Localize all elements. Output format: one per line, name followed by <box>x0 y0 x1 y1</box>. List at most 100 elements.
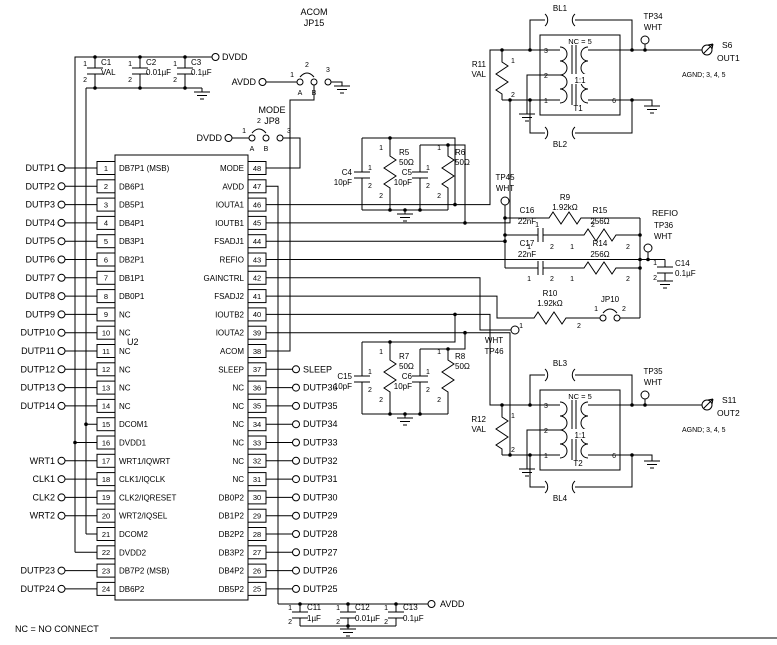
terminal-icon <box>57 511 66 520</box>
terminal-dvdd-jp8-icon <box>224 134 233 142</box>
bl3-ref: BL3 <box>553 359 568 368</box>
ic-pin-name-left: DVDD1 <box>119 439 147 448</box>
jp8-a: A <box>250 146 255 153</box>
ic-pin-box-right <box>247 215 267 230</box>
ic-pin-number-left: 14 <box>102 402 110 411</box>
ic-pin-name-right: AVDD <box>222 182 244 191</box>
ic-pin-name-left: DB7P2 (MSB) <box>119 567 170 576</box>
ext-label-left: DUTP10 <box>20 328 55 338</box>
ic-pin-number-right: 44 <box>253 237 261 246</box>
c3-pin2: 2 <box>173 77 177 84</box>
jp15-b: B <box>312 90 317 97</box>
c2-pin1: 1 <box>128 61 132 68</box>
ic-pin-name-right: IOUTB2 <box>215 310 244 319</box>
jp15-title: ACOM <box>301 7 328 17</box>
c1-pin1: 1 <box>83 61 87 68</box>
c11-ref: C11 <box>307 603 322 612</box>
capacitor-c11-icon <box>291 611 309 619</box>
tp34-ref: TP34 <box>643 12 663 21</box>
terminal-icon <box>57 292 66 301</box>
ic-pin-name-right: ACOM <box>220 347 244 356</box>
bl4-ref: BL4 <box>553 494 568 503</box>
ic-pin-number-right: 41 <box>253 292 261 301</box>
r6-pin1: 1 <box>437 145 441 152</box>
c17-ref: C17 <box>520 239 535 248</box>
ic-pin-number-right: 27 <box>253 548 261 557</box>
jp15-pin1: 1 <box>290 72 294 79</box>
resistor-r9-icon <box>544 211 586 225</box>
r9-pin1: 1 <box>535 222 539 229</box>
ic-pin-name-left: NC <box>119 329 131 338</box>
terminal-icon <box>57 401 66 410</box>
ic-pin-name-left: WRT2/IQSEL <box>119 512 168 521</box>
capacitor-c14-icon <box>656 266 674 274</box>
r15-ref: R15 <box>593 206 608 215</box>
ic-pin-name-right: NC <box>232 402 244 411</box>
ic-pin-box-right <box>247 307 267 322</box>
ground-icon <box>193 91 211 100</box>
ic-pin-name-left: WRT1/IQWRT <box>119 457 170 466</box>
capacitor-c13-icon <box>387 611 405 619</box>
ic-pin-number-left: 13 <box>102 383 110 392</box>
ext-label-right: DUTP29 <box>303 511 338 521</box>
ic-pin-number-right: 42 <box>253 274 261 283</box>
r9-value: 1.92kΩ <box>552 203 578 212</box>
jp8-pin3: 3 <box>287 128 291 135</box>
ic-pin-number-left: 2 <box>104 182 108 191</box>
ic-pin-number-left: 1 <box>104 164 108 173</box>
r15-pin2: 2 <box>626 244 630 251</box>
ic-pin-box-right <box>247 325 267 340</box>
ic-pin-box-right <box>247 289 267 304</box>
ext-label-right: DUTP32 <box>303 456 338 466</box>
ic-pin-number-left: 8 <box>104 292 108 301</box>
tp45-ref: TP45 <box>495 173 515 182</box>
ext-label-left: DUTP6 <box>25 255 55 265</box>
s6-agnd-note: AGND; 3, 4, 5 <box>682 72 726 79</box>
c4-ref: C4 <box>342 168 353 177</box>
ext-label-left: DUTP23 <box>20 566 55 576</box>
c11-value: 1µF <box>307 614 321 623</box>
c3-value: 0.1µF <box>191 68 212 77</box>
ext-label-right: DUTP25 <box>303 584 338 594</box>
ic-pin-number-right: 35 <box>253 402 261 411</box>
jp15-ref: JP15 <box>304 18 325 28</box>
ic-pin-box-left <box>96 545 116 560</box>
t2-ref: T2 <box>573 459 583 468</box>
terminal-icon <box>292 420 300 429</box>
ic-pin-number-right: 32 <box>253 457 261 466</box>
ic-pin-number-right: 28 <box>253 530 261 539</box>
ic-body <box>114 154 249 601</box>
ic-pin-name-left: DB2P1 <box>119 256 145 265</box>
r15-pin1: 1 <box>570 244 574 251</box>
r14-ref: R14 <box>593 239 608 248</box>
ic-pin-name-right: IOUTB1 <box>215 219 244 228</box>
terminal-icon <box>57 200 66 209</box>
cap-plates-c16-c17 <box>537 228 544 275</box>
terminal-avdd-bottom-icon <box>427 600 436 608</box>
ic-pin-number-right: 39 <box>253 329 261 338</box>
r7-value: 50Ω <box>399 362 414 371</box>
ic-pin-number-left: 23 <box>102 566 110 575</box>
terminal-icon <box>292 475 300 484</box>
testpoint-tp46-icon <box>510 325 520 335</box>
jp15-pin2: 2 <box>305 62 309 69</box>
ic-pin-box-right <box>247 252 267 267</box>
ic-pin-name-right: SLEEP <box>218 365 244 374</box>
ic-refdes: U2 <box>127 337 139 347</box>
ext-label-left: CLK2 <box>32 492 55 502</box>
tp46-color: WHT <box>485 336 503 345</box>
ext-label-left: DUTP8 <box>25 291 55 301</box>
ext-label-right: DUTP34 <box>303 419 338 429</box>
jp8-ref: JP8 <box>264 116 280 126</box>
c6-ref: C6 <box>402 372 413 381</box>
ic-pin-number-left: 10 <box>102 329 110 338</box>
capacitor-c15-icon <box>353 375 371 383</box>
c14-value: 0.1µF <box>675 269 696 278</box>
ext-label-left: DUTP12 <box>20 364 55 374</box>
ic-pin-name-right: NC <box>232 457 244 466</box>
r8-pin1: 1 <box>437 349 441 356</box>
avdd-jp15-label: AVDD <box>232 77 257 87</box>
capacitor-c12-icon <box>339 611 357 619</box>
c16-pin1: 1 <box>527 244 531 251</box>
